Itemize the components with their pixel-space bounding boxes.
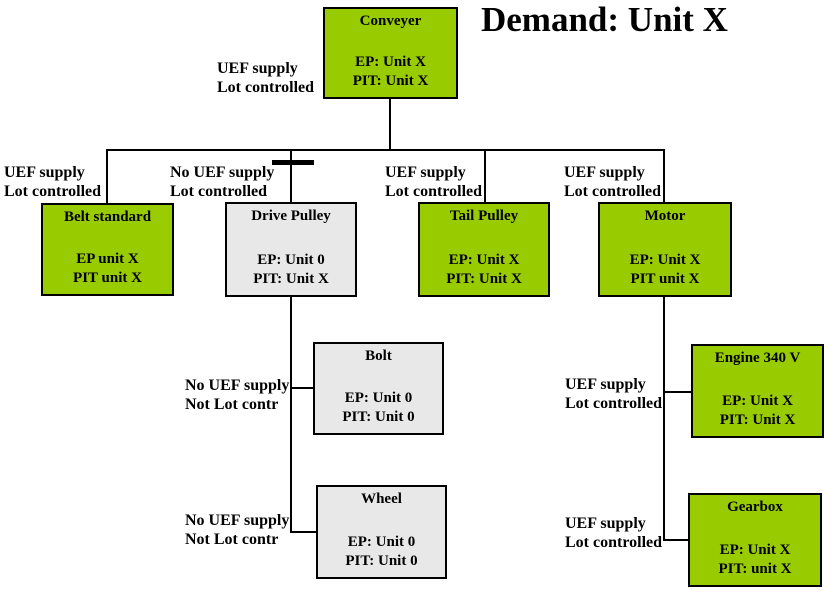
- node-title: Engine 340 V: [714, 350, 801, 366]
- connector-drive-pulley-drop: [290, 149, 292, 202]
- node-gearbox: Gearbox EP: Unit X PIT: unit X: [688, 493, 822, 587]
- connector-drive-pulley-subtree: [290, 296, 292, 533]
- connector-gearbox-stub: [663, 539, 689, 541]
- node-tail-pulley: Tail Pulley EP: Unit X PIT: Unit X: [418, 202, 550, 297]
- edge-label-line2: Lot controlled: [4, 183, 102, 200]
- edge-label-line2: Lot controlled: [564, 183, 662, 200]
- node-motor: Motor EP: Unit X PIT unit X: [598, 202, 732, 297]
- edge-label-line2: Lot controlled: [217, 79, 315, 96]
- connector-bolt-stub: [290, 387, 313, 389]
- node-title: Drive Pulley: [251, 208, 331, 224]
- node-pit: PIT unit X: [630, 271, 700, 287]
- node-ep: EP: Unit X: [719, 542, 791, 558]
- node-title: Wheel: [361, 491, 402, 507]
- edge-label-line2: Lot controlled: [385, 183, 483, 200]
- node-units: EP unit X PIT unit X: [73, 250, 142, 288]
- edge-label-line1: UEF supply: [565, 515, 646, 532]
- edge-label-conveyer-supply: UEF supply Lot controlled: [217, 59, 314, 97]
- connector-main-horizontal: [106, 149, 665, 151]
- edge-label-bolt-supply: No UEF supply Not Lot contr: [185, 376, 289, 414]
- node-units: EP: Unit X PIT: Unit X: [353, 53, 429, 91]
- edge-label-line2: Lot controlled: [565, 395, 663, 412]
- node-pit: PIT unit X: [73, 270, 142, 286]
- connector-motor-drop: [663, 149, 665, 202]
- node-pit: PIT: Unit X: [446, 271, 522, 287]
- node-pit: PIT: Unit 0: [345, 553, 418, 569]
- edge-label-line1: No UEF supply: [185, 512, 290, 529]
- edge-label-line1: No UEF supply: [170, 164, 275, 181]
- edge-label-line1: UEF supply: [217, 60, 298, 77]
- phantom-marker: [272, 160, 314, 165]
- node-title: Motor: [644, 208, 686, 224]
- node-pit: PIT: Unit X: [719, 412, 796, 428]
- connector-wheel-stub: [290, 531, 318, 533]
- edge-label-line2: Not Lot contr: [185, 531, 279, 548]
- node-units: EP: Unit X PIT unit X: [630, 251, 701, 289]
- connector-tail-pulley-drop: [484, 149, 486, 202]
- edge-label-line1: UEF supply: [4, 164, 85, 181]
- node-units: EP: Unit 0 PIT: Unit 0: [342, 389, 414, 427]
- edge-label-line1: UEF supply: [564, 164, 645, 181]
- node-belt-standard: Belt standard EP unit X PIT unit X: [41, 203, 174, 296]
- edge-label-motor-supply: UEF supply Lot controlled: [564, 163, 661, 201]
- edge-label-wheel-supply: No UEF supply Not Lot contr: [185, 511, 289, 549]
- connector-motor-subtree: [663, 296, 665, 541]
- connector-belt-drop: [106, 149, 108, 203]
- node-pit: PIT: unit X: [718, 561, 792, 577]
- node-ep: EP unit X: [76, 251, 139, 267]
- edge-label-line2: Lot controlled: [565, 534, 663, 551]
- node-bolt: Bolt EP: Unit 0 PIT: Unit 0: [313, 342, 444, 435]
- node-ep: EP: Unit X: [448, 252, 520, 268]
- node-engine-340v: Engine 340 V EP: Unit X PIT: Unit X: [691, 344, 824, 438]
- node-ep: EP: Unit X: [629, 252, 701, 268]
- edge-label-line1: UEF supply: [565, 376, 646, 393]
- node-pit: PIT: Unit X: [253, 271, 329, 287]
- node-ep: EP: Unit 0: [344, 390, 413, 406]
- connector-engine-stub: [663, 391, 692, 393]
- edge-label-line2: Not Lot contr: [185, 396, 279, 413]
- edge-label-line1: UEF supply: [385, 164, 466, 181]
- node-units: EP: Unit X PIT: unit X: [718, 541, 791, 579]
- edge-label-line1: No UEF supply: [185, 377, 290, 394]
- node-units: EP: Unit 0 PIT: Unit 0: [345, 533, 417, 571]
- node-pit: PIT: Unit X: [352, 73, 429, 89]
- node-title: Conveyer: [359, 13, 422, 29]
- node-ep: EP: Unit X: [722, 393, 793, 409]
- node-units: EP: Unit X PIT: Unit X: [446, 251, 522, 289]
- node-title: Bolt: [365, 348, 392, 364]
- edge-label-belt-supply: UEF supply Lot controlled: [4, 163, 101, 201]
- node-drive-pulley: Drive Pulley EP: Unit 0 PIT: Unit X: [225, 202, 357, 297]
- diagram-title: Demand: Unit X: [481, 0, 728, 39]
- node-units: EP: Unit 0 PIT: Unit X: [253, 251, 329, 289]
- edge-label-line2: Lot controlled: [170, 183, 268, 200]
- node-title: Gearbox: [727, 499, 783, 515]
- node-conveyer: Conveyer EP: Unit X PIT: Unit X: [323, 7, 458, 99]
- node-ep: EP: Unit 0: [347, 534, 416, 550]
- node-ep: EP: Unit 0: [257, 252, 325, 268]
- node-ep: EP: Unit X: [355, 54, 426, 70]
- node-wheel: Wheel EP: Unit 0 PIT: Unit 0: [316, 485, 447, 579]
- node-pit: PIT: Unit 0: [342, 409, 415, 425]
- edge-label-tail-pulley-supply: UEF supply Lot controlled: [385, 163, 482, 201]
- node-units: EP: Unit X PIT: Unit X: [720, 392, 796, 430]
- edge-label-drive-pulley-supply: No UEF supply Lot controlled: [170, 163, 274, 201]
- connector-conveyer-down: [389, 99, 391, 150]
- edge-label-engine-supply: UEF supply Lot controlled: [565, 375, 662, 413]
- node-title: Tail Pulley: [449, 208, 519, 224]
- edge-label-gearbox-supply: UEF supply Lot controlled: [565, 514, 662, 552]
- node-title: Belt standard: [63, 209, 152, 225]
